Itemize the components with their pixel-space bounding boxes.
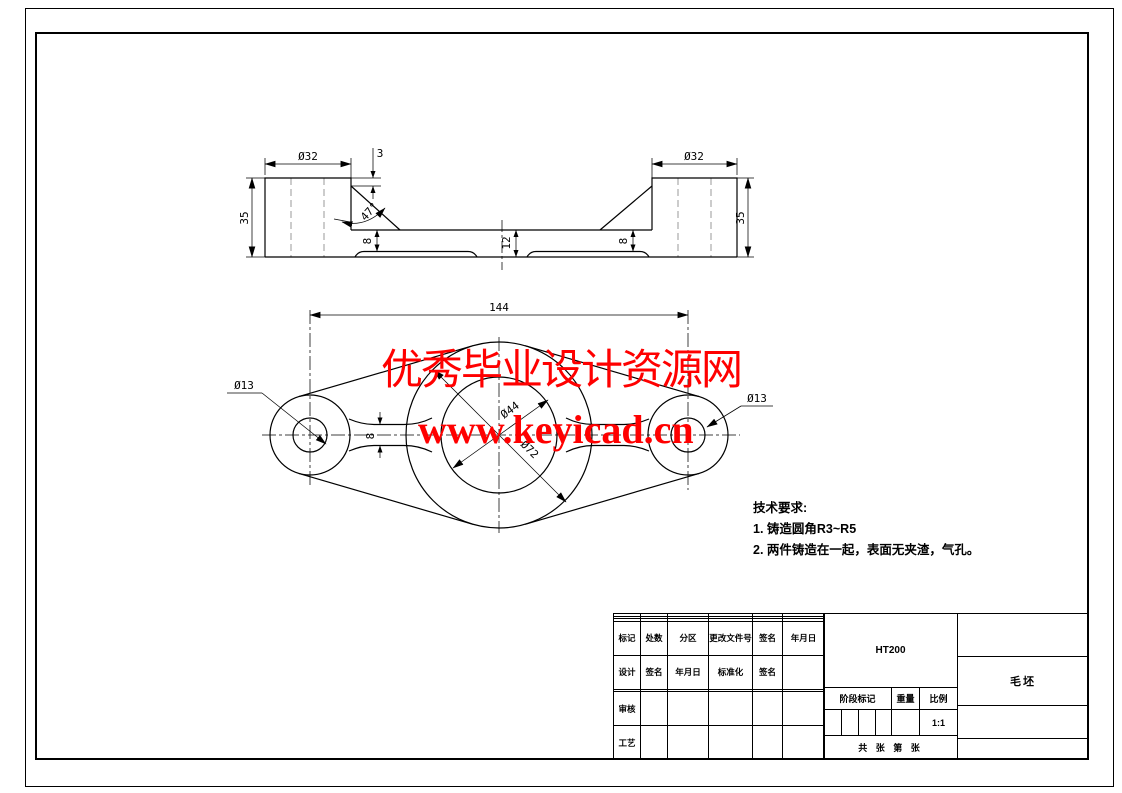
empty-cell (782, 691, 825, 727)
dim-height35-left: 35 (238, 211, 251, 224)
watermark-site-url: www.keyicad.cn (418, 407, 694, 452)
watermark-site-name: 优秀毕业设计资源网 (381, 348, 743, 394)
empty-cell (752, 691, 783, 727)
dim-dia32-left: Ø32 (298, 150, 318, 163)
dim-center12: 12 (500, 236, 513, 249)
scale-label: 比例 (919, 687, 958, 710)
table-row (613, 615, 825, 620)
tech-req-item-2: 2. 两件铸造在一起，表面无夹渣，气孔。 (753, 543, 980, 557)
sheet-outer-border (25, 8, 1114, 787)
label-date: 年月日 (782, 620, 825, 656)
top-view-dimensions (246, 148, 754, 258)
label-zone: 分区 (667, 620, 709, 656)
top-section-view: Ø32 Ø32 3 35 35 47° 8 12 8 (238, 147, 754, 270)
table-row (613, 613, 825, 617)
table-row-revision-header: 标记 处数 分区 更改文件号 签名 年月日 (613, 620, 825, 656)
label-date: 年月日 (667, 654, 709, 690)
dim-web8-right: 8 (617, 238, 630, 245)
stage-mark-cell (875, 709, 892, 736)
table-row-process: 工艺 (613, 725, 825, 760)
label-signature: 签名 (640, 654, 668, 690)
stage-mark-cell (841, 709, 859, 736)
tech-req-title: 技术要求: (753, 501, 808, 515)
empty-cell (752, 725, 783, 760)
table-row-audit: 审核 (613, 691, 825, 727)
dim-dia32-right: Ø32 (684, 150, 704, 163)
empty-cell (782, 654, 825, 690)
scale-value-cell: 1:1 (919, 709, 958, 736)
empty-cell (782, 725, 825, 760)
revision-approval-table: 标记 处数 分区 更改文件号 签名 年月日 设计 签名 年月日 标准化 签名 审… (613, 613, 825, 760)
sheet-inner-border (35, 32, 1089, 760)
dim-span144: 144 (489, 301, 509, 314)
empty-cell (708, 691, 753, 727)
empty-cell (708, 725, 753, 760)
technical-requirements: 技术要求: 1. 铸造圆角R3~R5 2. 两件铸造在一起，表面无夹渣，气孔。 (753, 498, 979, 561)
weight-value-cell (891, 709, 920, 736)
empty-cell (782, 613, 825, 617)
label-signature: 签名 (752, 654, 783, 690)
dim-web8-left: 8 (361, 238, 374, 245)
dim-angle47: 47° (358, 200, 381, 223)
empty-cell (667, 725, 709, 760)
top-view-outline (264, 177, 738, 258)
material-cell: HT200 (823, 613, 958, 688)
label-mark: 标记 (613, 620, 641, 656)
label-design: 设计 (613, 654, 641, 690)
empty-cell (640, 725, 668, 760)
hidden-hole-lines (290, 178, 712, 257)
sheet-count-cell: 共 张 第 张 (823, 735, 958, 760)
company-cell (957, 613, 1089, 657)
label-change-doc: 更改文件号 (708, 620, 753, 656)
extra-cell (957, 738, 1089, 760)
dim-hole13-right: Ø13 (747, 392, 767, 405)
drawing-number-cell (957, 705, 1089, 739)
empty-cell (667, 691, 709, 727)
table-row-design: 设计 签名 年月日 标准化 签名 (613, 654, 825, 690)
dim-height35-right: 35 (734, 211, 747, 224)
label-count: 处数 (640, 620, 668, 656)
front-view-dimensions (227, 311, 773, 503)
label-standardization: 标准化 (708, 654, 753, 690)
title-block: 标记 处数 分区 更改文件号 签名 年月日 设计 签名 年月日 标准化 签名 审… (613, 613, 1089, 760)
dim-arm8: 8 (364, 433, 377, 440)
weight-label: 重量 (891, 687, 920, 710)
stage-mark-cell (858, 709, 876, 736)
part-name-cell: 毛坯 (957, 656, 1089, 706)
dim-hole13-left: Ø13 (234, 379, 254, 392)
top-view-dim-labels: Ø32 Ø32 3 35 35 47° 8 12 8 (238, 147, 747, 250)
label-process: 工艺 (613, 725, 641, 760)
label-audit: 审核 (613, 691, 641, 727)
tech-req-item-1: 1. 铸造圆角R3~R5 (753, 522, 857, 536)
stage-mark-label: 阶段标记 (823, 687, 892, 710)
dim-step3: 3 (377, 147, 384, 160)
empty-cell (782, 615, 825, 620)
empty-cell (640, 691, 668, 727)
label-signature: 签名 (752, 620, 783, 656)
stage-mark-cell (823, 709, 842, 736)
